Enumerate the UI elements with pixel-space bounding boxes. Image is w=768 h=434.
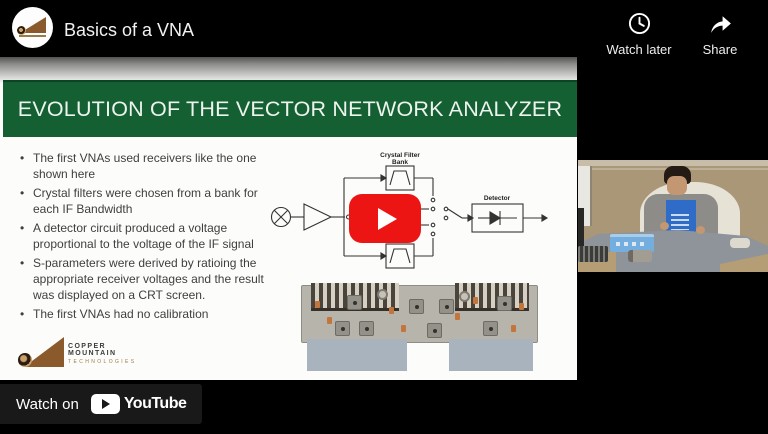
capacitor (315, 301, 320, 308)
avatar-logo-text (19, 35, 46, 37)
youtube-wordmark: YouTube (123, 395, 187, 412)
edge-connector-zone (307, 339, 407, 371)
capacitor (401, 325, 406, 332)
logo-company-sub: TECHNOLOGIES (68, 359, 137, 365)
logo-company-name: COPPER MOUNTAIN (68, 343, 117, 357)
desk-object (730, 238, 750, 248)
capacitor (389, 307, 394, 314)
clock-icon (628, 12, 650, 35)
receiver-block-diagram: Crystal Filter Bank Detector (270, 152, 549, 269)
bullet-item: Crystal filters were chosen from a bank … (20, 186, 278, 218)
slide-title-banner: EVOLUTION OF THE VECTOR NETWORK ANALYZER (3, 80, 577, 137)
vna-instrument (610, 234, 654, 252)
youtube-logo: YouTube (90, 394, 187, 414)
monitor-edge (578, 208, 584, 248)
logo-swirl-shape (18, 353, 32, 367)
play-icon (377, 207, 397, 230)
share-arrow-icon (710, 16, 731, 33)
ceiling (578, 160, 768, 166)
transistor-can (359, 321, 374, 336)
filter-box-bottom (385, 243, 415, 269)
copper-mountain-logo: COPPER MOUNTAIN TECHNOLOGIES (18, 335, 148, 373)
toroid-ring (459, 291, 470, 302)
capacitor (327, 317, 332, 324)
play-button[interactable] (349, 194, 421, 243)
presenter-hand (696, 226, 705, 234)
transistor-can (347, 295, 362, 310)
video-title-link[interactable]: Basics of a VNA (64, 20, 195, 40)
toroid-ring (377, 289, 388, 300)
avatar-logo-swirl (17, 26, 26, 35)
capacitor (473, 297, 478, 304)
keyboard (578, 246, 608, 262)
capacitor (455, 313, 460, 320)
transistor-can (439, 299, 454, 314)
youtube-play-box-icon (90, 394, 120, 414)
watch-later-button[interactable]: Watch later (600, 12, 678, 57)
detector-label: Detector (484, 195, 511, 202)
crystal-filter-label-2: Bank (392, 159, 408, 166)
crystal-filter-label: Crystal Filter (380, 152, 420, 159)
shirt-graphic (671, 214, 689, 230)
transistor-can (335, 321, 350, 336)
share-button[interactable]: Share (681, 12, 759, 57)
watch-on-youtube-button[interactable]: Watch on YouTube (0, 384, 203, 424)
filter-box-top (385, 165, 415, 191)
presentation-slide: EVOLUTION OF THE VECTOR NETWORK ANALYZER… (0, 57, 577, 380)
edge-connector-zone (449, 339, 533, 371)
transistor-can (427, 323, 442, 338)
transistor-can (497, 296, 512, 311)
bullet-item: The first VNAs used receivers like the o… (20, 151, 278, 183)
transistor-can (483, 321, 498, 336)
share-label: Share (702, 42, 738, 57)
presenter-face (667, 176, 687, 195)
watch-on-label: Watch on (16, 395, 79, 413)
capacitor (511, 325, 516, 332)
bullet-list: The first VNAs used receivers like the o… (20, 151, 278, 326)
bullet-item: A detector circuit produced a voltage pr… (20, 221, 278, 253)
presenter-hand (660, 222, 669, 230)
switch-blade (447, 208, 463, 219)
capacitor (519, 303, 524, 310)
bullet-item: The first VNAs had no calibration (20, 307, 278, 323)
youtube-play-triangle (102, 399, 111, 409)
presenter-webcam-view (578, 160, 768, 272)
watch-later-label: Watch later (606, 42, 672, 57)
amplifier-symbol (303, 203, 333, 231)
bullet-item: S-parameters were derived by ratioing th… (20, 256, 278, 304)
transistor-can (409, 299, 424, 314)
slide-heading: EVOLUTION OF THE VECTOR NETWORK ANALYZER (17, 97, 563, 121)
channel-avatar[interactable] (12, 7, 53, 48)
vintage-receiver-board-photo (297, 283, 542, 373)
cable-connector (628, 250, 652, 262)
